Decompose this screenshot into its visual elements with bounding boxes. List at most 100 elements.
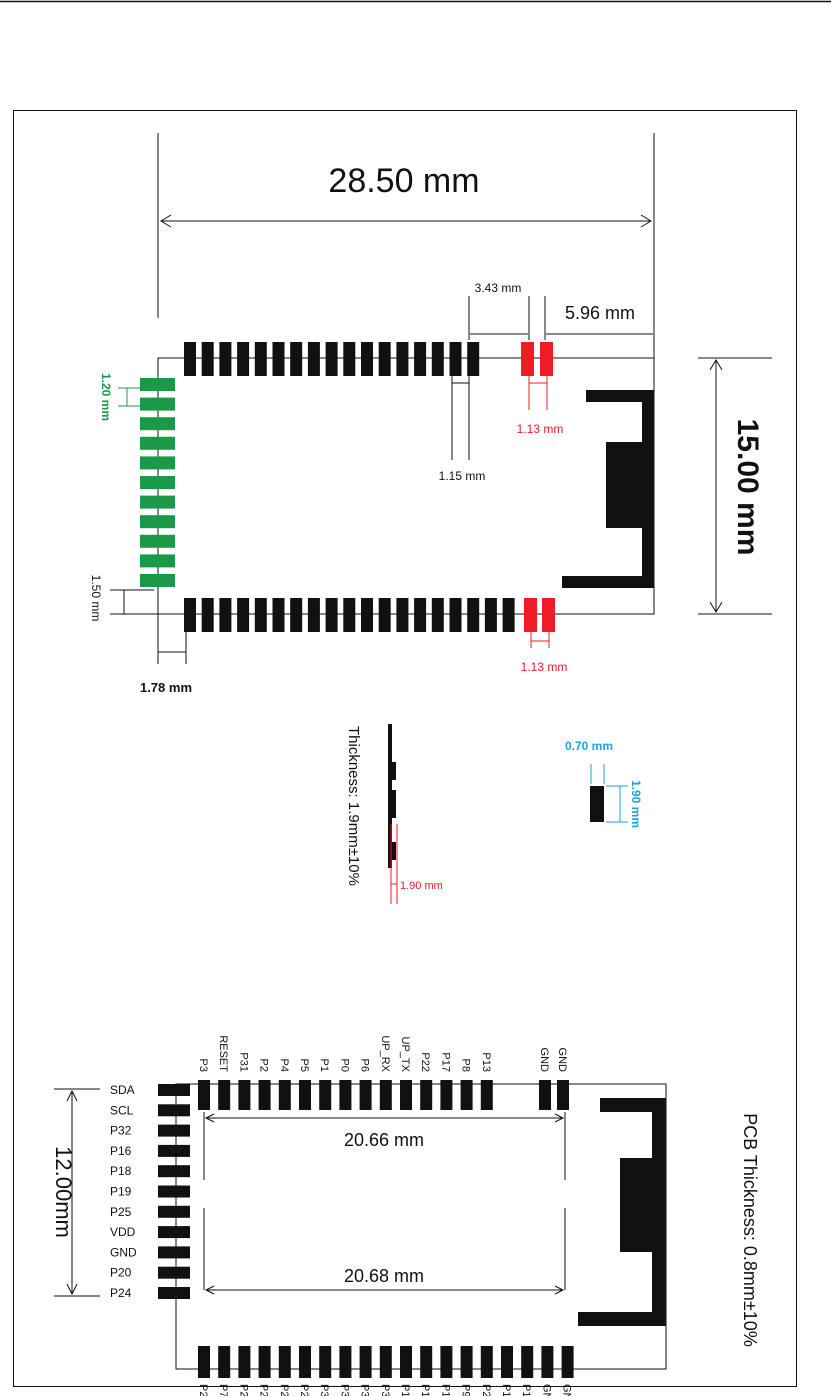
pin-pad-bottom: [420, 1346, 433, 1378]
pin-label-top: P2: [258, 1059, 270, 1072]
pin-pad-left: [158, 1205, 190, 1218]
antenna-pad: [521, 342, 534, 376]
top-pad: [325, 342, 338, 376]
left-pad: [140, 495, 175, 509]
lower-left-pad-column: [158, 1084, 190, 1299]
pin-pad-left: [158, 1144, 190, 1157]
left-pad-column: [140, 378, 175, 587]
pin-label-left: GND: [110, 1245, 137, 1259]
detail-pad: [590, 786, 604, 822]
pin-pad-bottom: [400, 1346, 412, 1378]
pin-label-bottom: P38: [359, 1384, 371, 1396]
bottom-pad: [184, 598, 196, 632]
pin-pad-top: [238, 1080, 251, 1110]
top-pad-row: [184, 342, 553, 376]
pin-label-left: SDA: [110, 1083, 135, 1097]
bottom-pad: [414, 598, 427, 632]
red-dim-top-label: 1.13 mm: [517, 422, 564, 436]
top-pad: [290, 342, 303, 376]
side-pad-1: [388, 762, 396, 780]
pin-label-bottom: P21: [197, 1384, 209, 1396]
top-pad: [201, 342, 214, 376]
top-pad: [467, 342, 480, 376]
detail-width-label: 0.70 mm: [565, 739, 613, 753]
green-dim-label: 1.20 mm: [99, 373, 113, 421]
pin-pad-left: [158, 1287, 190, 1299]
pin-label-bottom: P28: [258, 1384, 270, 1396]
left-pad: [140, 378, 175, 391]
width-dim-label: 28.50 mm: [328, 162, 479, 200]
pin-label-top: P5: [298, 1059, 310, 1072]
pin-pad-top: [480, 1080, 493, 1110]
pin-pad-top: [299, 1080, 311, 1110]
pin-label-bottom: P30: [338, 1384, 350, 1396]
left-pad: [140, 534, 175, 548]
bottom-pad: [290, 598, 303, 632]
bottom-pad: [219, 598, 232, 632]
pin-pad-bottom: [339, 1346, 352, 1378]
bottom-pad: [237, 598, 250, 632]
pin-label-top: P22: [419, 1052, 431, 1072]
pin-label-top: P1: [318, 1059, 330, 1072]
bottom-pad: [484, 598, 497, 632]
lower-h-arrow-top: [66, 1089, 78, 1102]
pin-pad-bottom: [218, 1346, 231, 1378]
left-pad: [140, 456, 175, 470]
pin-label-top: GND: [538, 1048, 550, 1073]
pin-label-bottom: P29: [237, 1384, 249, 1396]
antenna-trace: [562, 390, 654, 588]
lower-arrow-3: [204, 1285, 215, 1295]
bottom-pad: [307, 598, 320, 632]
pin-pad-top: [460, 1080, 473, 1110]
left-pad: [140, 574, 175, 587]
lower-arrow-2: [554, 1113, 565, 1123]
pin-label-bottom: P26: [298, 1384, 310, 1396]
pin-pad-top: [379, 1080, 392, 1110]
pin-label-top: RESET: [217, 1035, 229, 1072]
pin-pad-left: [158, 1185, 190, 1198]
pin-label-bottom: P7: [217, 1384, 229, 1396]
pin-label-left: P25: [110, 1205, 132, 1219]
dim-1-50-label: 1.50 mm: [89, 575, 103, 622]
top-pad: [378, 342, 391, 376]
pin-pad-top: [258, 1080, 271, 1110]
bottom-pad: [343, 598, 356, 632]
pin-label-top: P31: [237, 1052, 249, 1072]
bottom-pad: [449, 598, 462, 632]
pin-pad-top: [400, 1080, 412, 1110]
pin-label-bottom: P36: [318, 1384, 330, 1396]
pin-label-top: P13: [480, 1052, 492, 1072]
side-pad-2: [388, 790, 396, 818]
module-outline: [157, 357, 655, 615]
pin-pad-bottom: [521, 1346, 534, 1378]
pin-label-bottom: GND: [561, 1384, 573, 1396]
top-pad: [272, 342, 285, 376]
left-pad: [140, 436, 175, 450]
pad-detail: 0.70 mm 1.90 mm: [565, 739, 643, 828]
pin-pad-bottom: [359, 1346, 372, 1378]
pin-label-bottom: P11: [500, 1384, 512, 1396]
pin-pad-bottom: [501, 1346, 513, 1378]
pcb-thickness-note: PCB Thickness: 0.8mm±10%: [740, 1113, 760, 1347]
top-pad: [414, 342, 427, 376]
pin-pad-top: [339, 1080, 352, 1110]
top-pad: [184, 342, 196, 376]
pin-label-left: P20: [110, 1266, 132, 1280]
pin-label-top: P6: [359, 1059, 371, 1072]
pin-pad-bottom: [460, 1346, 473, 1378]
pin-pad-left: [158, 1084, 190, 1096]
left-pad: [140, 554, 175, 568]
pin-pad-bottom: [278, 1346, 291, 1378]
lower-outline: [175, 1083, 667, 1370]
pin-label-bottom: P10: [520, 1384, 532, 1396]
bottom-pad-row: [184, 598, 555, 632]
lower-arrow-4: [554, 1285, 565, 1295]
lower-top-pad-row: [198, 1080, 569, 1110]
left-pad: [140, 417, 175, 431]
arrowhead-left: [160, 214, 172, 228]
height-dim-label: 15.00 mm: [731, 419, 764, 556]
pin-label-left: P18: [110, 1164, 132, 1178]
